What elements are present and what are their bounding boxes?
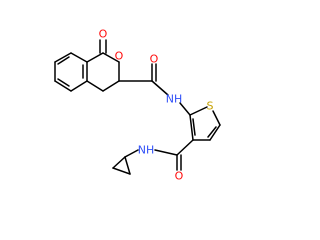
amide-linker-2 [124, 139, 194, 171]
lactone-ring [86, 39, 120, 92]
molecule-structure: O O O NH S NH O [54, 28, 221, 183]
amide-linker-1 [118, 63, 191, 116]
cyclopropyl-ring [112, 156, 131, 175]
amide1-o-label: O [150, 53, 159, 66]
lactone-carbonyl-o-label: O [99, 28, 108, 41]
thiophene-s-label: S [207, 100, 214, 113]
thiophene-ring [189, 106, 221, 141]
benzene-ring [54, 52, 88, 92]
ring-o-label: O [115, 50, 124, 63]
amide1-nh-label: NH [166, 93, 183, 106]
amide2-nh-label: NH [138, 144, 155, 157]
amide2-o-label: O [175, 170, 184, 183]
